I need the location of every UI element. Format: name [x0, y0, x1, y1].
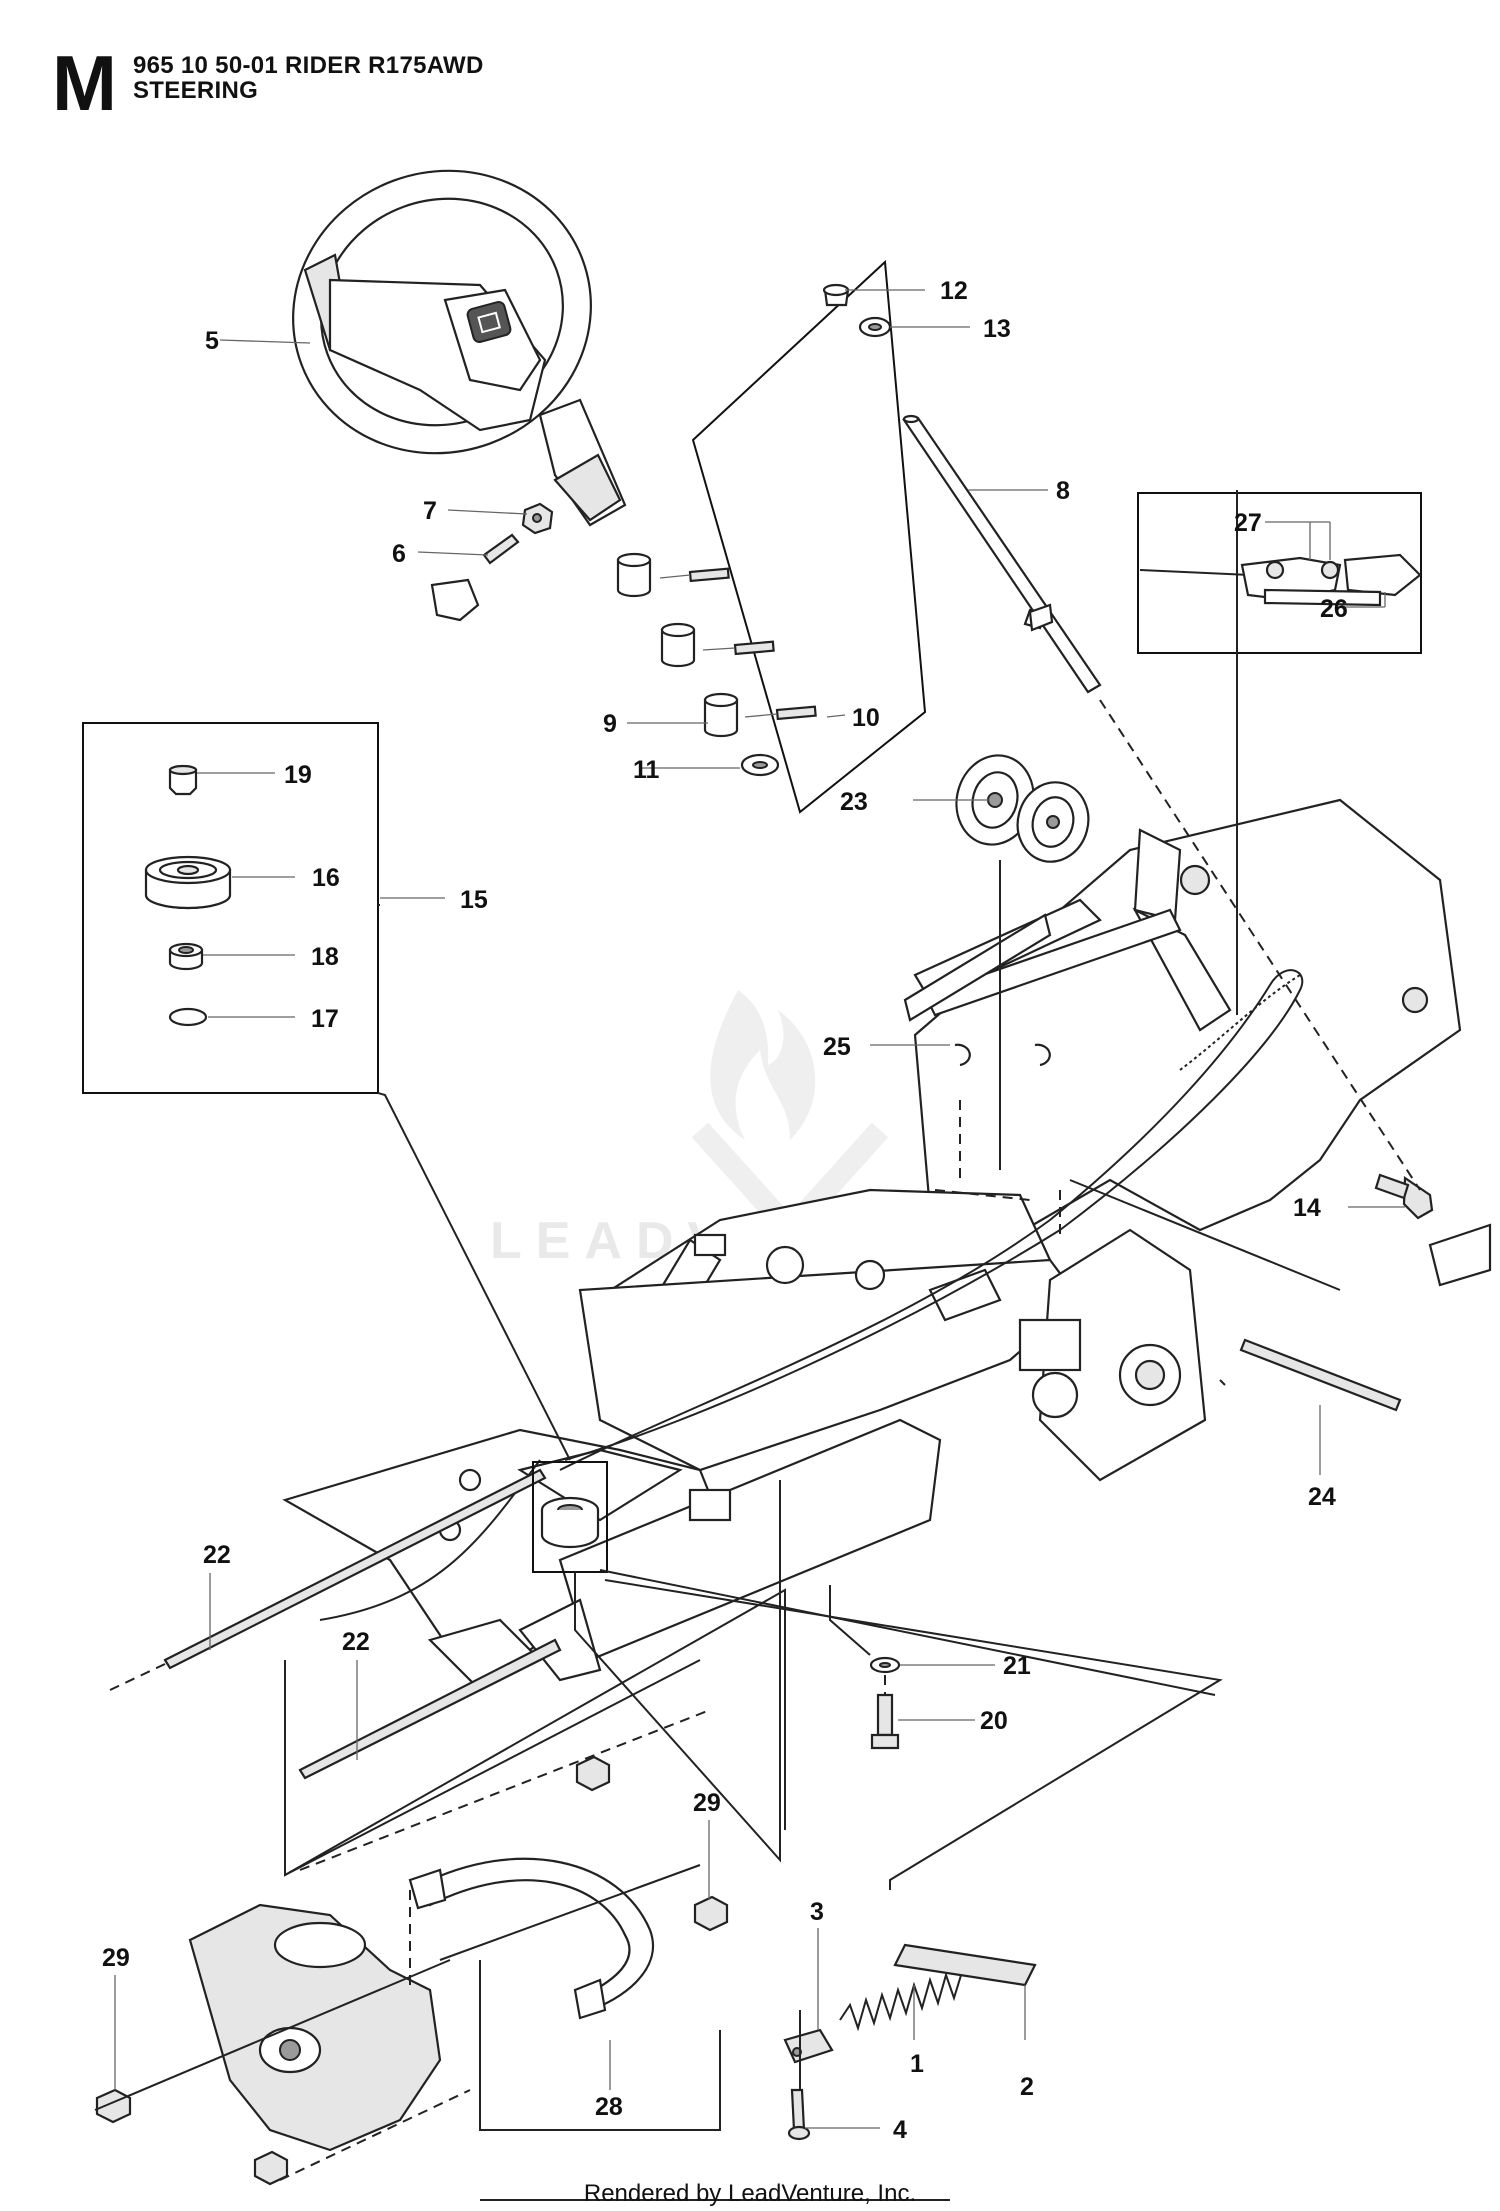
callout-28: 28 [595, 2093, 623, 2121]
callout-29-right: 29 [693, 1789, 721, 1817]
section-letter: M [52, 39, 117, 127]
detail-box-9 [691, 259, 927, 814]
callouts: 1 2 3 4 5 6 7 8 9 10 11 12 13 14 15 16 1… [102, 277, 1348, 2144]
hub-cap [430, 578, 480, 622]
part-26-cable-clamp [1139, 553, 1422, 607]
callout-5: 5 [205, 327, 219, 355]
callout-2: 2 [1020, 2073, 1034, 2101]
callout-12: 12 [940, 277, 968, 305]
render-credit: Rendered by LeadVenture, Inc. [583, 2180, 917, 2207]
callout-15: 15 [460, 886, 488, 914]
callout-20: 20 [980, 1707, 1008, 1735]
callout-18: 18 [311, 943, 339, 971]
rider-frame [282, 798, 1492, 1692]
detail-box-26 [1137, 492, 1422, 654]
part-4-bolt [787, 2088, 811, 2141]
callout-23: 23 [840, 788, 868, 816]
steering-gear-housing [188, 1903, 442, 2152]
part-12-bushing [822, 283, 850, 307]
part-11-washer [740, 753, 780, 777]
callout-25: 25 [823, 1033, 851, 1061]
part-17-retaining-ring [168, 1007, 208, 1027]
part-5-steering-wheel [292, 169, 627, 527]
leader-lines [114, 289, 1405, 2129]
steering-cable [109, 969, 1304, 1780]
part-7-nut [521, 502, 554, 535]
part-18-bearing [168, 942, 204, 971]
callout-7: 7 [423, 497, 437, 525]
callout-21: 21 [1003, 1652, 1031, 1680]
part-13-washer [858, 316, 892, 338]
callout-29-left: 29 [102, 1944, 130, 1972]
part-14-bolt [1374, 1173, 1434, 1220]
callout-16: 16 [312, 864, 340, 892]
callout-10: 10 [852, 704, 880, 732]
bearing-housing-detail [532, 1461, 608, 1573]
part-19-bolt-cap [168, 764, 198, 796]
callout-11: 11 [633, 756, 660, 784]
part-8-steering-shaft [902, 414, 1102, 694]
callout-22-lower: 22 [342, 1628, 370, 1656]
part-16-pulley [144, 855, 232, 910]
callout-14: 14 [1293, 1194, 1321, 1222]
part-25-clips [954, 1043, 1051, 1067]
callout-26: 26 [1320, 595, 1348, 623]
diagram-title: STEERING [133, 77, 259, 104]
callout-19: 19 [284, 761, 312, 789]
part-28-strap-bracket [408, 1857, 654, 2020]
part-6-bolt [482, 533, 520, 565]
model-line: 965 10 50-01 RIDER R175AWD [133, 52, 484, 79]
part-3-bracket [783, 2028, 834, 2064]
part-2-plate [893, 1943, 1037, 1987]
callout-3: 3 [810, 1898, 824, 1926]
part-1-spring [839, 1971, 963, 2032]
assembly-lines [94, 490, 1421, 2201]
part-21-washer [869, 1656, 901, 1674]
callout-22-upper: 22 [203, 1541, 231, 1569]
callout-27: 27 [1234, 509, 1262, 537]
part-20-bolt [870, 1693, 900, 1750]
callout-8: 8 [1056, 477, 1070, 505]
detail-box-15 [82, 722, 379, 1094]
callout-4: 4 [893, 2116, 907, 2144]
part-9-couplings [616, 552, 739, 738]
part-24-pin [1239, 1338, 1402, 1412]
part-10-set-screws [659, 567, 817, 721]
callout-6: 6 [392, 540, 406, 568]
watermark-flame-icon [710, 990, 816, 1140]
callout-9: 9 [603, 710, 617, 738]
callout-1: 1 [910, 2050, 924, 2078]
callout-13: 13 [983, 315, 1011, 343]
callout-24: 24 [1308, 1483, 1336, 1511]
callout-17: 17 [311, 1005, 339, 1033]
part-23-idler-pulleys [955, 754, 1090, 863]
